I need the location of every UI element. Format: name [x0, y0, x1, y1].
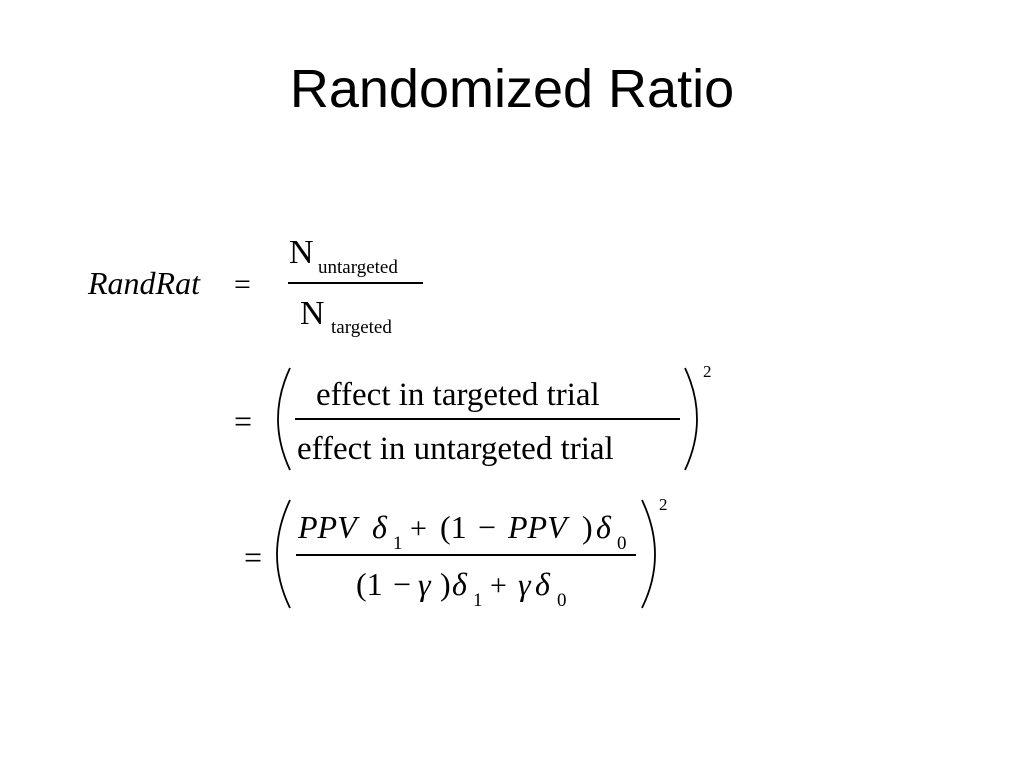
right-paren-2	[684, 367, 698, 471]
targeted-subscript: targeted	[331, 317, 392, 338]
equation-line-3: = PPV δ 1 + (1 − PPV ) δ 0 (1 − γ ) δ 1 …	[244, 495, 668, 611]
subscript-1-den: 1	[473, 590, 483, 611]
subscript-0-den: 0	[557, 590, 567, 611]
randrat-symbol: RandRat	[87, 265, 201, 301]
exponent-2: 2	[703, 362, 712, 381]
exponent-3: 2	[659, 495, 668, 514]
minus-sign-2: −	[393, 566, 411, 602]
left-paren-2	[277, 367, 291, 471]
open-paren-one-2: (1	[356, 566, 383, 602]
left-paren-3	[276, 499, 291, 609]
denominator-text-2: effect in untargeted trial	[297, 431, 614, 467]
equation-line-1: RandRat = N untargeted N targeted	[87, 234, 423, 338]
gamma-symbol-1: γ	[418, 566, 432, 602]
plus-sign-1: +	[410, 512, 427, 545]
subscript-1: 1	[393, 533, 403, 554]
numerator-text-2: effect in targeted trial	[316, 377, 600, 413]
close-paren-2: )	[440, 566, 451, 602]
equals-sign-2: =	[234, 403, 252, 439]
delta-symbol-4: δ	[535, 566, 551, 602]
n-targeted-symbol: N	[300, 295, 325, 332]
delta-symbol-3: δ	[452, 566, 468, 602]
gamma-symbol-2: γ	[518, 566, 532, 602]
ppv-symbol-2: PPV	[507, 509, 570, 545]
equals-sign-1: =	[234, 268, 251, 301]
delta-symbol-1: δ	[372, 509, 388, 545]
open-paren-one-1: (1	[440, 509, 467, 545]
n-untargeted-symbol: N	[289, 234, 314, 271]
equals-sign-3: =	[244, 539, 262, 575]
plus-sign-2: +	[490, 569, 507, 602]
equation-line-2: = effect in targeted trial effect in unt…	[234, 362, 712, 471]
untargeted-subscript: untargeted	[318, 257, 398, 278]
minus-sign-1: −	[478, 509, 496, 545]
subscript-0-num: 0	[617, 533, 627, 554]
delta-symbol-2: δ	[596, 509, 612, 545]
ppv-symbol-1: PPV	[297, 509, 360, 545]
slide-title: Randomized Ratio	[289, 59, 735, 119]
close-paren-1: )	[582, 509, 593, 545]
right-paren-3	[641, 499, 656, 609]
